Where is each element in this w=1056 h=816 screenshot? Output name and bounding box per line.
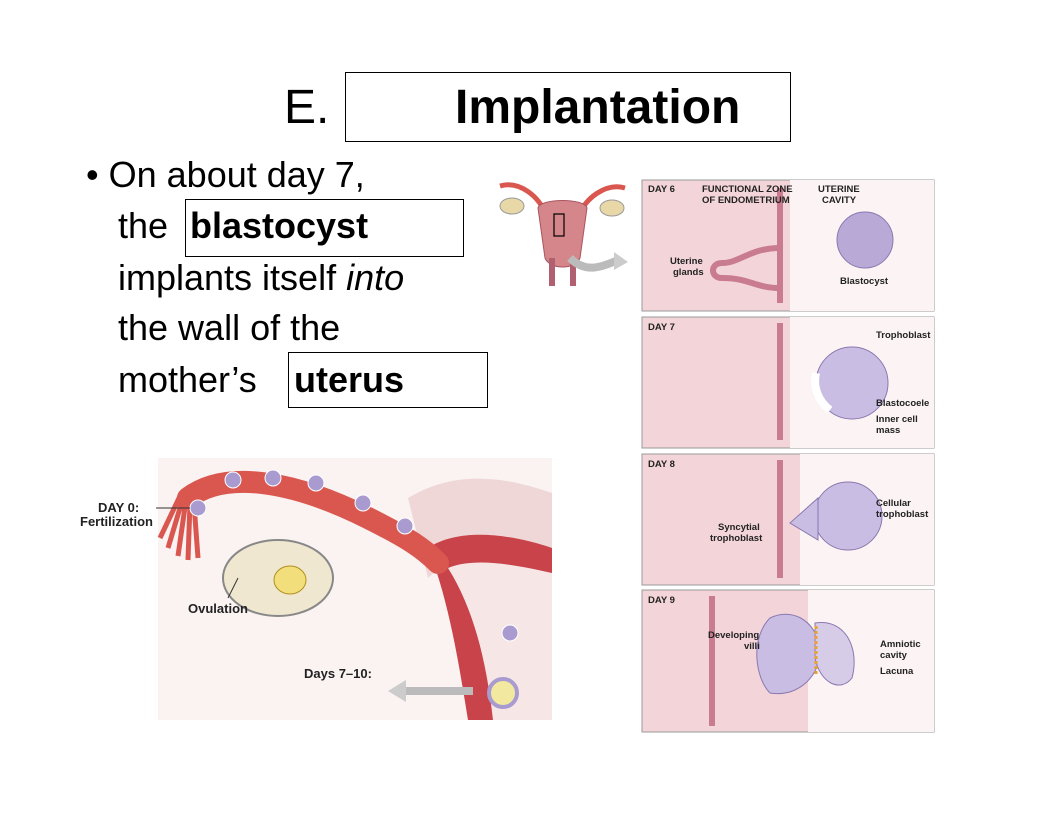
bullet-line-3-text: implants itself xyxy=(118,257,347,298)
bullet-marker: • xyxy=(86,154,99,195)
implantation-stages-diagram: DAY 6 FUNCTIONAL ZONE OF ENDOMETRIUM UTE… xyxy=(641,179,935,733)
bullet-line-1: • On about day 7, xyxy=(86,150,365,200)
bullet-line-2: the xyxy=(118,205,169,246)
label-functional-zone-2: OF ENDOMETRIUM xyxy=(702,195,790,206)
label-day6: DAY 6 xyxy=(648,184,675,195)
panel-day9: DAY 9 Developing villi Amniotic cavity L… xyxy=(641,589,935,733)
fill-word-blastocyst: blastocyst xyxy=(190,205,369,246)
title-blank-box xyxy=(345,72,791,142)
title-prefix: E. xyxy=(284,81,330,134)
label-uterine-cavity-2: CAVITY xyxy=(822,195,857,206)
label-inner-cell-1: Inner cell xyxy=(876,414,918,425)
label-uterine-glands-2: glands xyxy=(673,267,704,278)
label-syncytial-1: Syncytial xyxy=(718,522,760,533)
blank-box-blastocyst xyxy=(185,199,464,257)
bullet-line-4: the wall of the xyxy=(118,307,341,348)
bullet-line-1-text: On about day 7, xyxy=(108,154,365,195)
label-villi-1: Developing xyxy=(708,630,759,641)
label-blastocyst: Blastocyst xyxy=(840,276,889,287)
bullet-line-5: mother’s xyxy=(118,359,257,400)
label-villi-2: villi xyxy=(744,641,760,652)
label-day0: DAY 0: xyxy=(98,500,139,515)
label-fertilization: Fertilization xyxy=(80,514,153,529)
blank-box-uterus xyxy=(288,352,488,408)
label-days-7-10: Days 7–10: xyxy=(304,666,372,681)
label-trophoblast: Trophoblast xyxy=(876,330,931,341)
label-amniotic-1: Amniotic xyxy=(880,639,921,650)
label-cellular-1: Cellular xyxy=(876,498,911,509)
uterus-thumbnail xyxy=(499,182,628,286)
label-day7: DAY 7 xyxy=(648,322,675,333)
emphasis-into: into xyxy=(346,257,405,298)
label-syncytial-2: trophoblast xyxy=(710,533,763,544)
label-inner-cell-2: mass xyxy=(876,425,900,436)
label-ovulation: Ovulation xyxy=(188,601,248,616)
bullet-line-3: implants itself into xyxy=(118,253,404,303)
fill-word-uterus: uterus xyxy=(294,359,405,400)
label-lacuna: Lacuna xyxy=(880,666,914,677)
label-day9: DAY 9 xyxy=(648,595,675,606)
label-functional-zone-1: FUNCTIONAL ZONE xyxy=(702,184,793,195)
label-uterine-cavity-1: UTERINE xyxy=(818,184,860,195)
panel-day8: DAY 8 Syncytial trophoblast Cellular tro… xyxy=(641,453,935,586)
label-blastocoele: Blastocoele xyxy=(876,398,929,409)
label-cellular-2: trophoblast xyxy=(876,509,929,520)
reproductive-tract-diagram: DAY 0: Fertilization Ovulation Days 7–10… xyxy=(80,458,552,720)
title-fill-word: Implantation xyxy=(455,81,741,134)
label-day8: DAY 8 xyxy=(648,459,675,470)
panel-day7: DAY 7 Trophoblast Blastocoele Inner cell… xyxy=(641,316,935,449)
label-uterine-glands-1: Uterine xyxy=(670,256,703,267)
label-amniotic-2: cavity xyxy=(880,650,908,661)
panel-day6: DAY 6 FUNCTIONAL ZONE OF ENDOMETRIUM UTE… xyxy=(641,179,935,312)
